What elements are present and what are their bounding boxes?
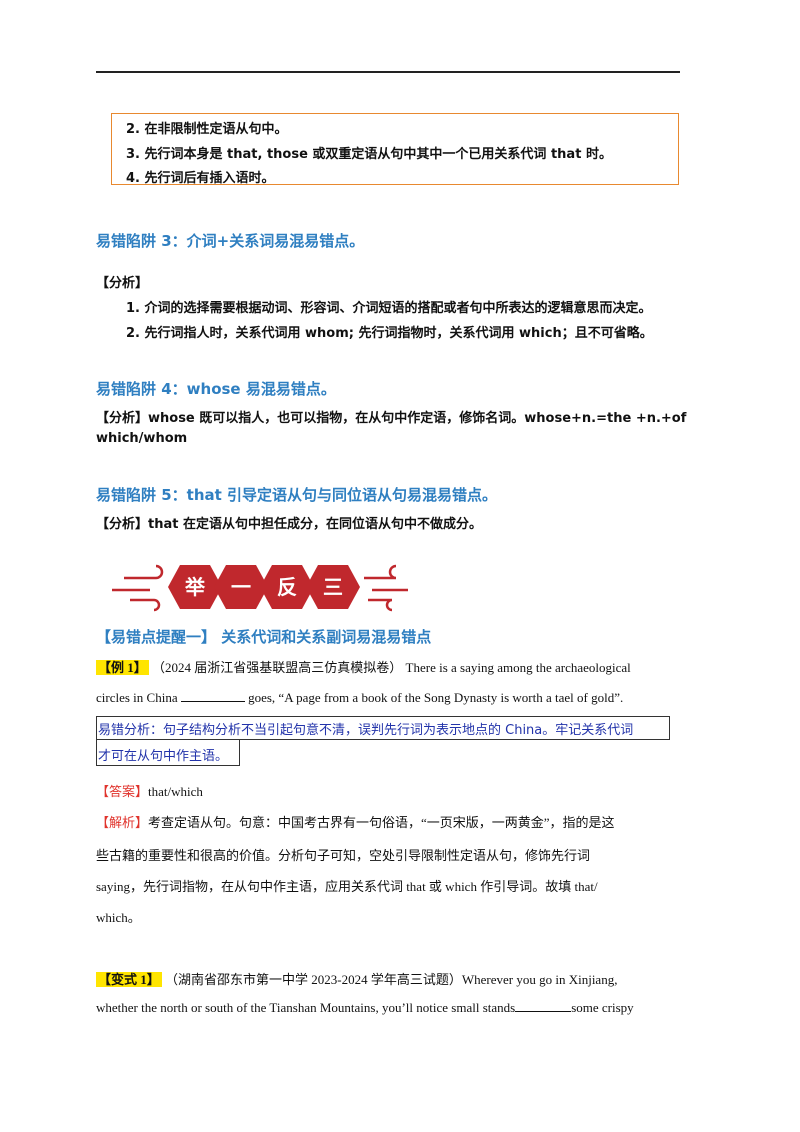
banner-hexagons <box>168 565 360 609</box>
banner-char-2: 一 <box>231 575 251 599</box>
explain-text-1: 考查定语从句。句意：中国考古界有一句俗语，“一页宋版，一两黄金”，指的是这 <box>148 815 615 830</box>
banner-char-3: 反 <box>277 575 297 599</box>
analysis-line-2: 才可在从句中作主语。 <box>98 749 229 764</box>
example1-source: （2024 届浙江省强基联盟高三仿真模拟卷） <box>152 660 403 675</box>
hexagon-1 <box>168 565 222 609</box>
box-item-2: 2. 在非限制性定语从句中。 <box>126 122 288 137</box>
box-item-3: 3. 先行词本身是 that, those 或双重定语从句中其中一个已用关系代词… <box>126 147 612 162</box>
variant1-question-2a: whether the north or south of the Tiansh… <box>96 1000 516 1015</box>
hexagon-2 <box>214 565 268 609</box>
variant1-tag: 【变式 1】 <box>96 972 162 987</box>
banner-char-4: 三 <box>323 575 343 599</box>
trap3-heading: 易错陷阱 3：介词+关系词易混易错点。 <box>96 232 365 250</box>
variant1-question-1: Wherever you go in Xinjiang, <box>461 972 618 987</box>
explain-line-3: saying，先行词指物，在从句中作主语，应用关系代词 that 或 which… <box>96 879 598 894</box>
analysis-box-top <box>96 716 670 740</box>
hexagon-3 <box>260 565 314 609</box>
example1-line-2: circles in China goes, “A page from a bo… <box>96 690 623 706</box>
explain-line-1: 【解析】考查定语从句。句意：中国考古界有一句俗语，“一页宋版，一两黄金”，指的是… <box>96 812 615 831</box>
variant1-line-1: 【变式 1】 （湖南省邵东市第一中学 2023-2024 学年高三试题）Wher… <box>96 969 617 988</box>
variant1-line-2: whether the north or south of the Tiansh… <box>96 1000 634 1016</box>
tip1-title: 【易错点提醒一】 关系代词和关系副词易混易错点 <box>96 628 432 646</box>
trap4-line-1: 【分析】whose 既可以指人，也可以指物，在从句中作定语，修饰名词。whose… <box>96 411 687 426</box>
rules-box <box>111 113 679 185</box>
explain-line-2: 些古籍的重要性和很高的价值。分析句子可知，空处引导限制性定语从句，修饰先行词 <box>96 848 591 863</box>
right-swirl-icon <box>364 564 408 612</box>
explain-label: 【解析】 <box>96 815 149 830</box>
header-rule <box>96 71 680 73</box>
trap5-heading: 易错陷阱 5：that 引导定语从句与同位语从句易混易错点。 <box>96 486 498 504</box>
answer-value: that/which <box>148 784 203 799</box>
example1-question-1: There is a saying among the archaeologic… <box>405 660 631 675</box>
box-item-4: 4. 先行词后有插入语时。 <box>126 171 275 186</box>
example1-blank <box>180 691 245 702</box>
variant1-question-2b: some crispy <box>571 1000 634 1015</box>
example1-question-2a: circles in China <box>96 690 181 705</box>
variant1-source: （湖南省邵东市第一中学 2023-2024 学年高三试题） <box>165 972 462 987</box>
example1-tag: 【例 1】 <box>96 660 149 675</box>
left-swirl-icon <box>112 564 164 612</box>
example1-question-2b: goes, “A page from a book of the Song Dy… <box>244 690 624 705</box>
example1-line-1: 【例 1】 （2024 届浙江省强基联盟高三仿真模拟卷） There is a … <box>96 657 631 676</box>
trap4-heading: 易错陷阱 4：whose 易混易错点。 <box>96 380 336 398</box>
trap5-line-1: 【分析】that 在定语从句中担任成分，在同位语从句中不做成分。 <box>96 517 482 532</box>
variant1-blank <box>515 1001 572 1012</box>
answer-line: 【答案】that/which <box>96 781 203 800</box>
trap3-analysis-label: 【分析】 <box>96 276 149 291</box>
analysis-line-1: 易错分析：句子结构分析不当引起句意不清，误判先行词为表示地点的 China。牢记… <box>98 723 634 738</box>
banner-decoration: 举 一 反 三 <box>112 564 408 612</box>
analysis-box-bottom <box>96 740 240 766</box>
banner-char-1: 举 <box>184 575 206 599</box>
trap3-item-1: 1. 介词的选择需要根据动词、形容词、介词短语的搭配或者句中所表达的逻辑意思而决… <box>126 301 652 316</box>
trap3-item-2: 2. 先行词指人时，关系代词用 whom; 先行词指物时，关系代词用 which… <box>126 326 653 341</box>
answer-label: 【答案】 <box>96 784 149 799</box>
explain-line-4: which。 <box>96 910 141 925</box>
trap4-line-2: which/whom <box>96 431 188 446</box>
hexagon-4 <box>306 565 360 609</box>
